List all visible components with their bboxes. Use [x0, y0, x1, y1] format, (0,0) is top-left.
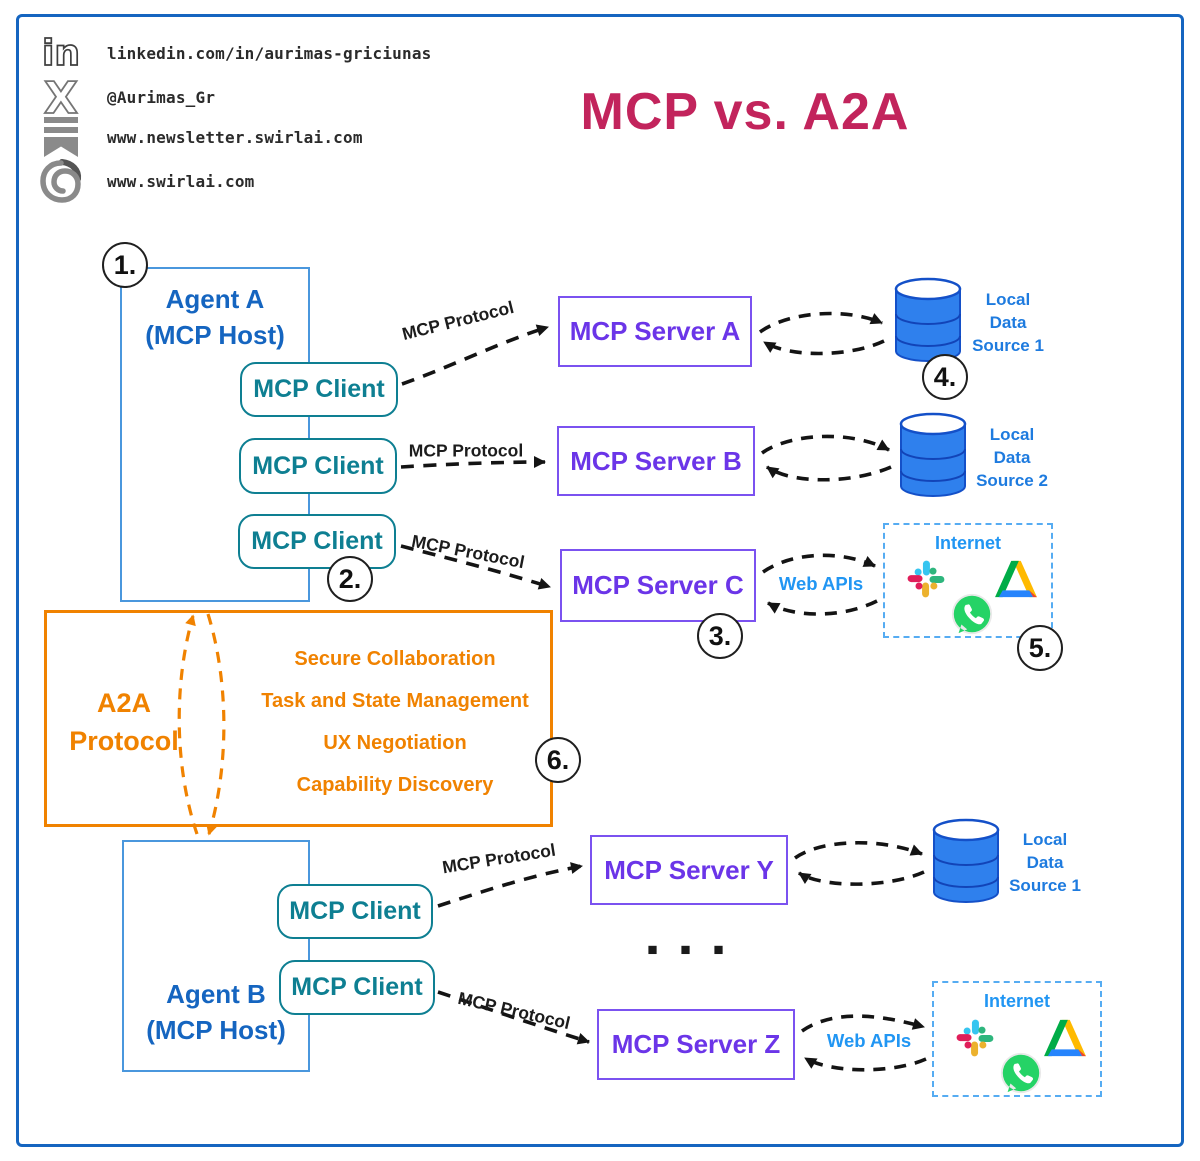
x-icon: X — [35, 75, 87, 119]
social-link-linkedin[interactable]: in linkedin.com/in/aurimas-griciunas — [35, 30, 431, 76]
local-data-source-2-label: Local Data Source 2 — [976, 425, 1048, 490]
internet-label: Internet — [934, 533, 1001, 553]
swirl-icon — [35, 157, 87, 205]
mcp-server-y-box: MCP Server Y — [590, 835, 788, 905]
linkedin-icon: in — [35, 31, 87, 75]
mcp-client-b1: MCP Client — [277, 884, 433, 939]
mcp-client-a3: MCP Client — [238, 514, 396, 569]
social-link-label: www.newsletter.swirlai.com — [107, 127, 363, 147]
mcp-server-z-box: MCP Server Z — [597, 1009, 795, 1080]
step-badge-2: 2. — [327, 556, 373, 602]
slack-icon — [956, 1019, 994, 1057]
agent-a-label: Agent A (MCP Host) — [145, 284, 285, 350]
internet-box-2: Internet — [932, 981, 1102, 1097]
a2a-feature: Capability Discovery — [296, 774, 494, 796]
database-icon-2 — [899, 412, 967, 497]
agent-b-label: Agent B (MCP Host) — [146, 979, 286, 1045]
social-link-label: @Aurimas_Gr — [107, 87, 216, 107]
mcp-client-a2: MCP Client — [239, 438, 397, 494]
a2a-protocol-box — [44, 610, 553, 827]
web-apis-label: Web APIs — [823, 1030, 915, 1052]
step-badge-5: 5. — [1017, 625, 1063, 671]
local-data-source-1-label: Local Data Source 1 — [972, 290, 1044, 355]
web-apis-label: Web APIs — [775, 573, 867, 595]
mcp-protocol-label: MCP Protocol — [408, 440, 524, 461]
page-title: MCP vs. A2A — [580, 83, 910, 141]
mcp-server-c-box: MCP Server C — [560, 549, 756, 622]
svg-text:in: in — [42, 33, 80, 74]
step-badge-3: 3. — [697, 613, 743, 659]
social-link-label: linkedin.com/in/aurimas-griciunas — [107, 43, 432, 63]
newsletter-icon — [35, 115, 87, 159]
database-icon-3 — [932, 818, 1000, 903]
social-link-newsletter[interactable]: www.newsletter.swirlai.com — [35, 114, 363, 160]
social-link-website[interactable]: www.swirlai.com — [35, 158, 255, 204]
a2a-feature: UX Negotiation — [323, 732, 467, 754]
mcp-server-a-box: MCP Server A — [558, 296, 752, 367]
step-badge-6: 6. — [535, 737, 581, 783]
social-link-label: www.swirlai.com — [107, 171, 255, 191]
database-icon-1 — [894, 277, 962, 362]
slack-icon — [907, 560, 945, 598]
mcp-client-a1: MCP Client — [240, 362, 398, 417]
svg-text:X: X — [44, 75, 78, 119]
step-badge-1: 1. — [102, 242, 148, 288]
agent-b-box: Agent B (MCP Host) — [122, 840, 310, 1072]
internet-box-1: Internet — [883, 523, 1053, 638]
ellipsis-dots: ■ ■ ■ — [647, 940, 733, 959]
whatsapp-icon — [951, 593, 993, 635]
google-drive-icon — [1044, 1019, 1086, 1057]
whatsapp-icon — [1000, 1052, 1042, 1094]
outer-frame — [16, 14, 1184, 1147]
a2a-feature-list: Secure Collaboration Task and State Mana… — [240, 638, 550, 806]
a2a-feature: Task and State Management — [261, 690, 529, 712]
mcp-server-b-box: MCP Server B — [557, 426, 755, 496]
a2a-protocol-title: A2A Protocol — [69, 688, 179, 756]
local-data-source-1b-label: Local Data Source 1 — [1009, 830, 1081, 895]
step-badge-4: 4. — [922, 354, 968, 400]
google-drive-icon — [995, 560, 1037, 598]
social-link-x[interactable]: X @Aurimas_Gr — [35, 74, 215, 120]
mcp-client-b2: MCP Client — [279, 960, 435, 1015]
internet-label: Internet — [983, 991, 1050, 1011]
a2a-feature: Secure Collaboration — [294, 648, 496, 670]
